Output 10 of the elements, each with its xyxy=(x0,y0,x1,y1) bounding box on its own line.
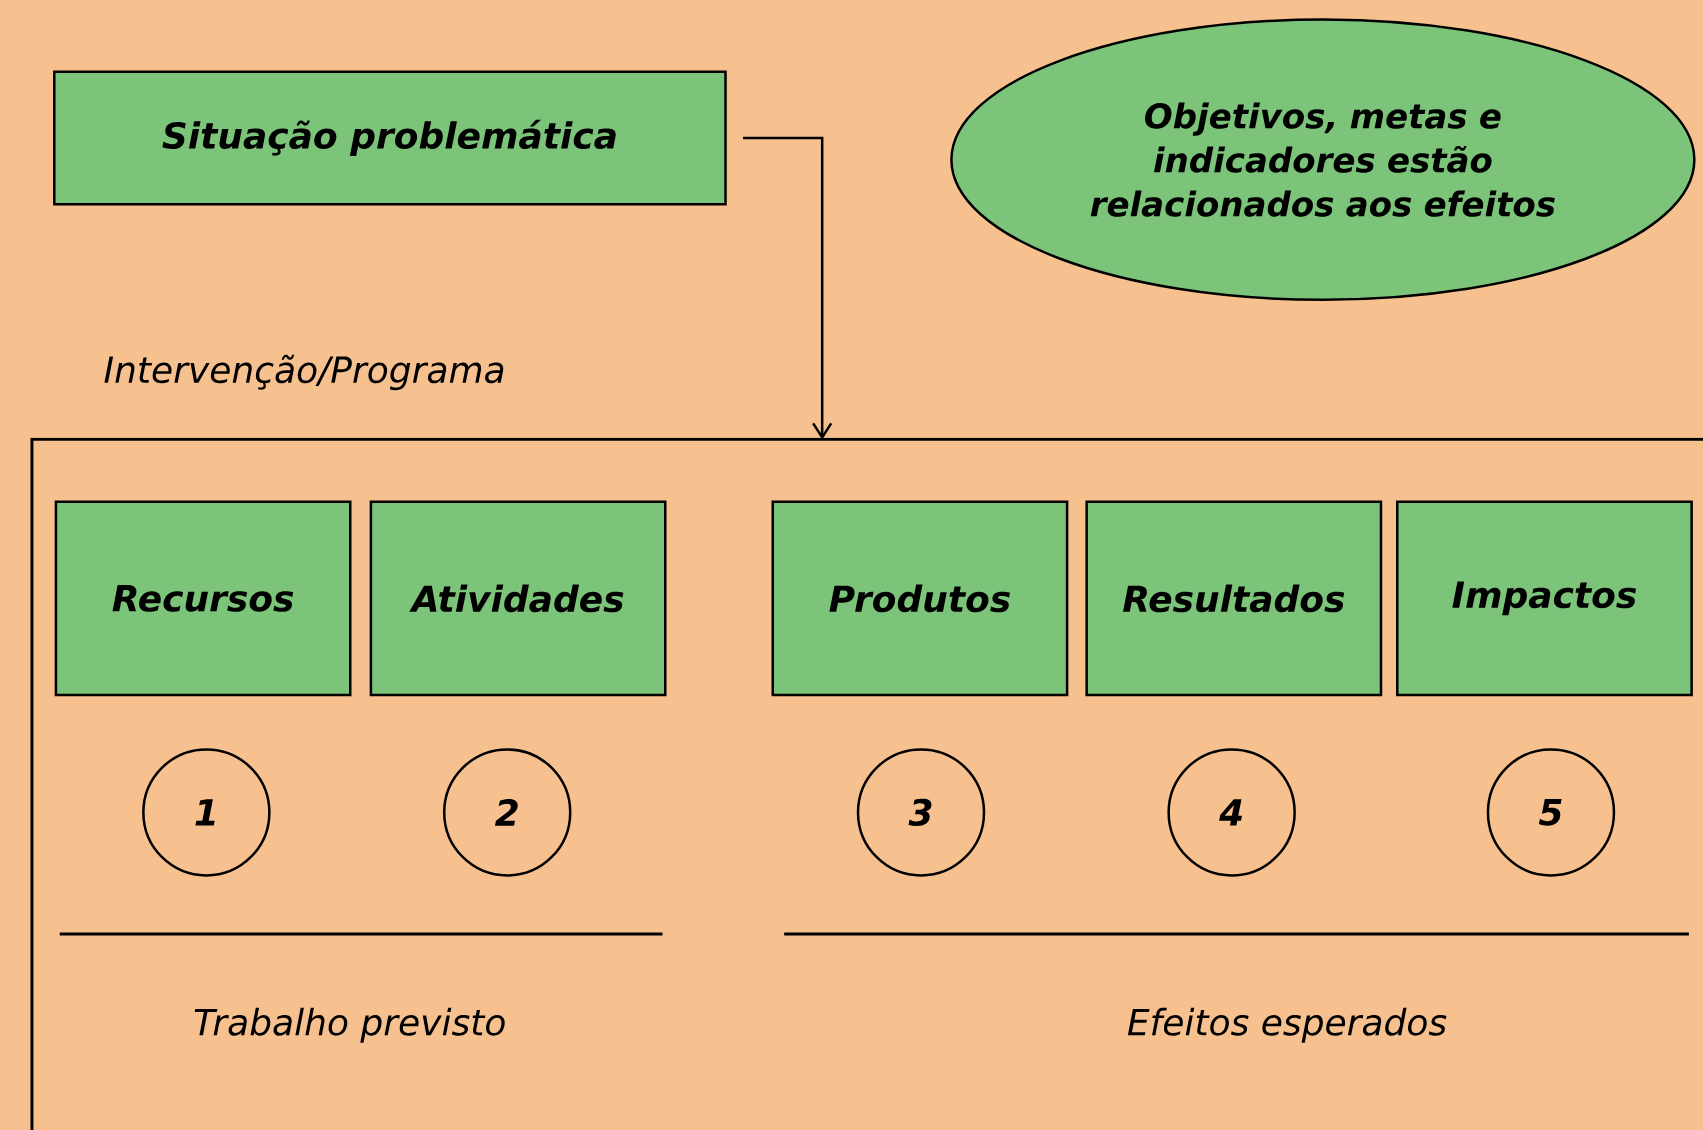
arrow xyxy=(743,136,833,440)
process-box: Recursos xyxy=(54,500,352,697)
process-box: Atividades xyxy=(369,500,667,697)
frame-heading: Intervenção/Programa xyxy=(104,354,504,391)
process-box: Produtos xyxy=(771,500,1069,697)
section-label: Efeitos esperados xyxy=(1127,1007,1447,1043)
section-label: Trabalho previsto xyxy=(194,1007,505,1043)
process-box: Impactos xyxy=(1396,500,1693,697)
process-box: Situação problemática xyxy=(53,70,727,206)
process-box: Resultados xyxy=(1085,500,1383,697)
